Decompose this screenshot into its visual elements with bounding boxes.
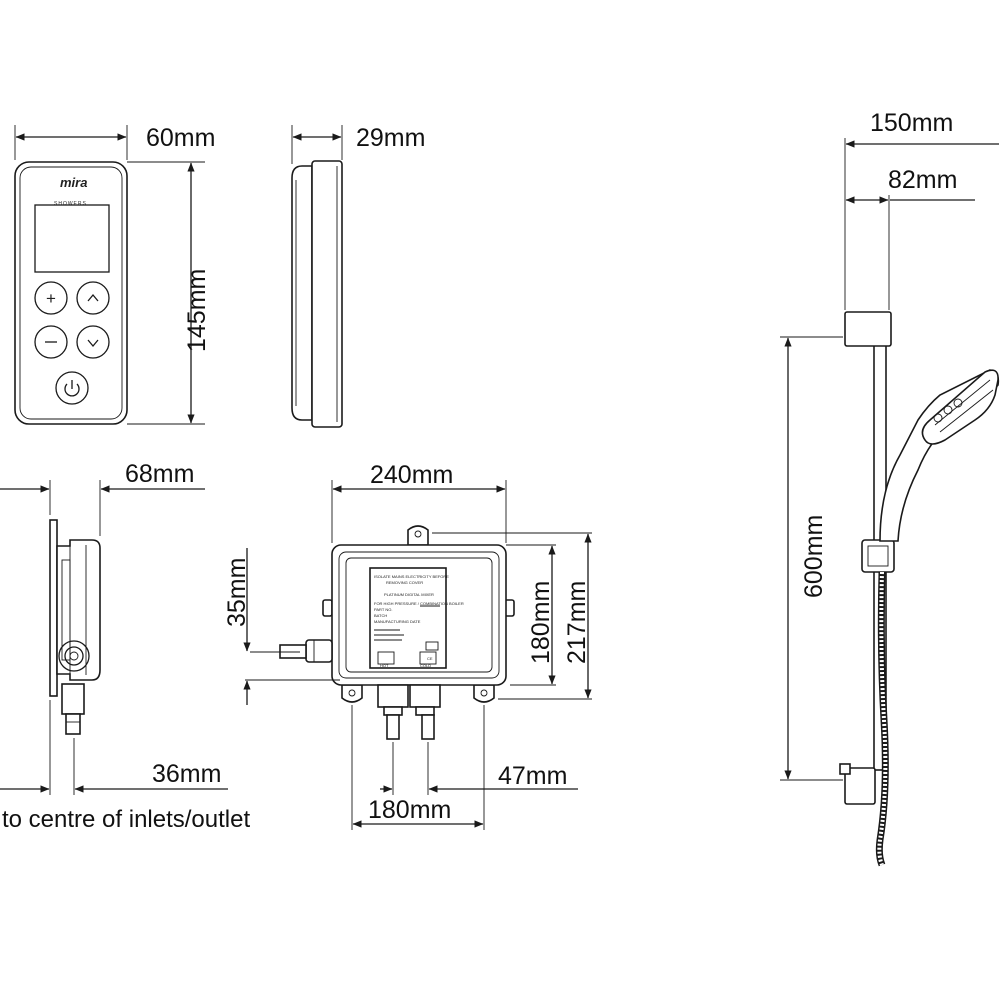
dimension-controller-depth: 29mm bbox=[291, 124, 425, 164]
dimension-inlet-spacing: 180mm bbox=[351, 705, 485, 830]
label-line6: BATCH bbox=[374, 613, 387, 618]
chevron-down-icon bbox=[87, 339, 99, 348]
dimension-rail-width-bracket: 82mm bbox=[845, 166, 975, 310]
dimension-controller-height: 145mm bbox=[127, 161, 211, 425]
controller-side-view bbox=[291, 160, 343, 428]
dim-controller-height: 145mm bbox=[183, 269, 211, 352]
dim-controller-width: 60mm bbox=[146, 124, 215, 152]
dim-rail-height: 600mm bbox=[800, 515, 828, 598]
label-line5: PART NO. bbox=[374, 607, 392, 612]
dim-inlet-offset-side: 36mm bbox=[152, 760, 221, 788]
label-line4: FOR HIGH PRESSURE / COMBINATION BOILER bbox=[374, 601, 464, 606]
dim-inlet-offset-front: 47mm bbox=[498, 762, 567, 790]
dim-mixer-total-height: 217mm bbox=[563, 581, 591, 664]
dimension-cable-height: 35mm bbox=[223, 548, 340, 705]
brand-logo: mira bbox=[60, 175, 87, 190]
minus-button[interactable] bbox=[34, 325, 68, 359]
label-line2: REMOVING COVER bbox=[386, 580, 423, 585]
dimension-mixer-side-depth: 68mm bbox=[0, 460, 205, 536]
mixer-side-view bbox=[49, 519, 101, 735]
label-line3: PLATINUM DIGITAL MIXER bbox=[384, 592, 434, 597]
hot-outlet-mark bbox=[377, 651, 395, 665]
dim-cable-height: 35mm bbox=[223, 558, 251, 627]
label-ce: CE bbox=[427, 656, 433, 661]
cold-outlet-mark bbox=[419, 651, 437, 665]
dimension-inlet-offset-side: 36mm bbox=[0, 700, 228, 795]
dimension-inlet-offset-front: 47mm bbox=[380, 742, 578, 795]
chevron-up-icon bbox=[87, 293, 99, 302]
dim-mixer-side-depth: 68mm bbox=[125, 460, 194, 488]
label-hot: HOT bbox=[380, 663, 389, 668]
dimension-rail-height: 600mm bbox=[780, 336, 843, 781]
dimension-mixer-width: 240mm bbox=[331, 461, 507, 543]
down-button[interactable] bbox=[76, 325, 110, 359]
inlets-caption: to centre of inlets/outlet bbox=[2, 806, 250, 833]
label-cold: COLD bbox=[420, 663, 431, 668]
dim-mixer-width: 240mm bbox=[370, 461, 453, 489]
label-line7: MANUFACTURING DATE bbox=[374, 619, 421, 624]
shower-rail-view bbox=[839, 311, 1000, 867]
dimension-controller-width: 60mm bbox=[14, 124, 215, 160]
dimension-mixer-total-height: 217mm bbox=[432, 532, 592, 700]
brand-sub: SHOWERS bbox=[54, 201, 87, 207]
dim-rail-width-bracket: 82mm bbox=[888, 166, 957, 194]
power-icon bbox=[64, 383, 80, 397]
controller-display bbox=[34, 204, 110, 273]
dim-mixer-body-height: 180mm bbox=[527, 581, 555, 664]
up-button[interactable] bbox=[76, 281, 110, 315]
dim-controller-depth: 29mm bbox=[356, 124, 425, 152]
label-line1: ISOLATE MAINS ELECTRICITY BEFORE bbox=[374, 574, 449, 579]
dim-inlet-spacing: 180mm bbox=[368, 796, 451, 824]
controller-front-view: mira SHOWERS + bbox=[14, 161, 128, 425]
dim-rail-width-overall: 150mm bbox=[870, 109, 953, 137]
plus-icon: + bbox=[46, 289, 56, 308]
plus-button[interactable]: + bbox=[34, 281, 68, 315]
dimension-mixer-body-height: 180mm bbox=[506, 544, 556, 686]
mixer-front-view: ISOLATE MAINS ELECTRICITY BEFORE REMOVIN… bbox=[279, 525, 515, 740]
dimension-rail-width-overall: 150mm bbox=[844, 109, 999, 310]
power-button[interactable] bbox=[55, 371, 89, 405]
